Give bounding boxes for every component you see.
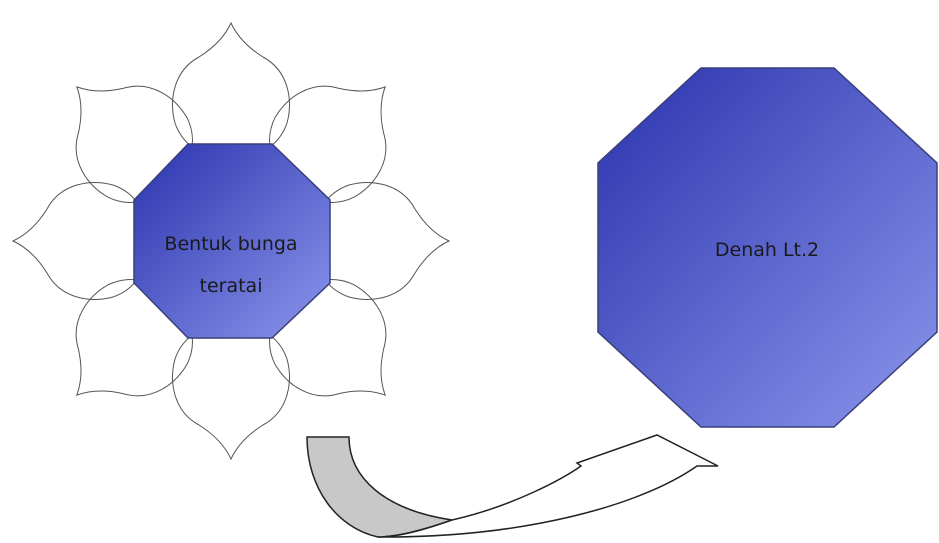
floor-plan-label: Denah Lt.2 (715, 239, 819, 261)
petal-right (310, 182, 451, 300)
petal-left (11, 182, 152, 300)
lotus-label-line1: Bentuk bunga (164, 233, 297, 255)
floor-plan-octagon (597, 67, 938, 428)
floor-plan-group: Denah Lt.2 (597, 67, 938, 428)
petal-top (172, 21, 290, 162)
transform-arrow (306, 434, 719, 538)
lotus-octagon-group: Bentuk bunga teratai (133, 143, 331, 339)
arrow-head (377, 434, 719, 538)
arrow-shaft (306, 436, 453, 538)
petal-bottom (172, 320, 290, 461)
lotus-label-line2: teratai (200, 275, 263, 297)
lotus-octagon (133, 143, 331, 339)
